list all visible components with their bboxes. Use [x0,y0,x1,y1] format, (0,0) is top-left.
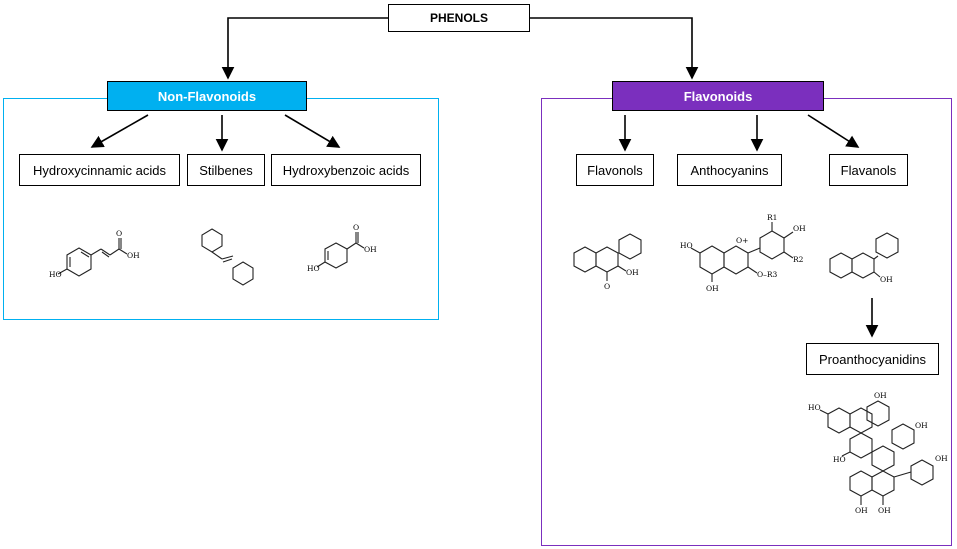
stilbenes-node: Stilbenes [187,154,265,186]
edge-nonflav-hydroxycinnamic [90,114,149,148]
edge-flav-flavanols [807,114,860,148]
pac-oh-label: OH [874,391,887,400]
edge-nonflav-hydroxybenzoic [284,114,341,148]
hydroxybenzoic-acid-structure [316,232,365,269]
pac-oh-label-5: OH [878,506,891,515]
anthocyanins-label: Anthocyanins [690,162,769,178]
flavanols-label: Flavanols [840,162,897,178]
flavonols-node: Flavonols [576,154,654,186]
pac-oh-label-3: OH [935,454,948,463]
flavanols-node: Flavanols [829,154,908,186]
hca-ho-label: HO [49,270,62,279]
flavonol-o-label: O [604,282,610,291]
non-flavonoids-label: Non-Flavonoids [157,88,257,104]
antho-or3-label: O–R3 [757,270,778,279]
proanthocyanidins-label: Proanthocyanidins [819,351,926,367]
antho-r2-label: R2 [793,255,804,264]
anthocyanins-node: Anthocyanins [677,154,782,186]
flavonols-label: Flavonols [587,162,643,178]
antho-oh-bottom-label: OH [706,284,719,293]
proanthocyanidins-node: Proanthocyanidins [806,343,939,375]
flavonoids-header: Flavonoids [612,81,824,111]
flavonoids-label: Flavonoids [683,88,753,104]
antho-oh-label: OH [793,224,806,233]
edge-phenols-nonflavonoids [221,17,388,80]
hydroxycinnamic-acids-node: Hydroxycinnamic acids [19,154,180,186]
edge-phenols-flavonoids [530,17,699,80]
hca-o-label: O [116,229,122,238]
proanthocyanidin-structure [819,400,934,505]
anthocyanin-structure [690,222,794,282]
antho-ho-label: HO [680,241,693,250]
flavanol-structure [829,232,899,279]
hydroxybenzoic-acids-label: Hydroxybenzoic acids [282,162,410,178]
hydroxycinnamic-acid-structure [57,238,128,277]
flavanol-oh-label: OH [880,275,893,284]
hba-o-label: O [353,223,359,232]
stilbenes-label: Stilbenes [199,162,253,178]
phenols-node: PHENOLS [388,4,530,32]
phenols-label: PHENOLS [429,11,488,25]
flavonol-oh-label: OH [626,268,639,277]
pac-ho-label-2: HO [833,455,846,464]
hydroxycinnamic-acids-label: Hydroxycinnamic acids [33,162,166,178]
hca-oh-label: OH [127,251,140,260]
hba-ho-label: HO [307,264,320,273]
pac-ho-label: HO [808,403,821,412]
flavonol-structure [573,233,642,281]
hydroxybenzoic-acids-node: Hydroxybenzoic acids [271,154,421,186]
non-flavonoids-header: Non-Flavonoids [107,81,307,111]
pac-oh-label-4: OH [855,506,868,515]
antho-r1-label: R1 [767,213,777,222]
stilbene-structure [201,228,254,286]
antho-oplus-label: O+ [736,236,748,245]
pac-oh-label-2: OH [915,421,928,430]
hba-oh-label: OH [364,245,377,254]
